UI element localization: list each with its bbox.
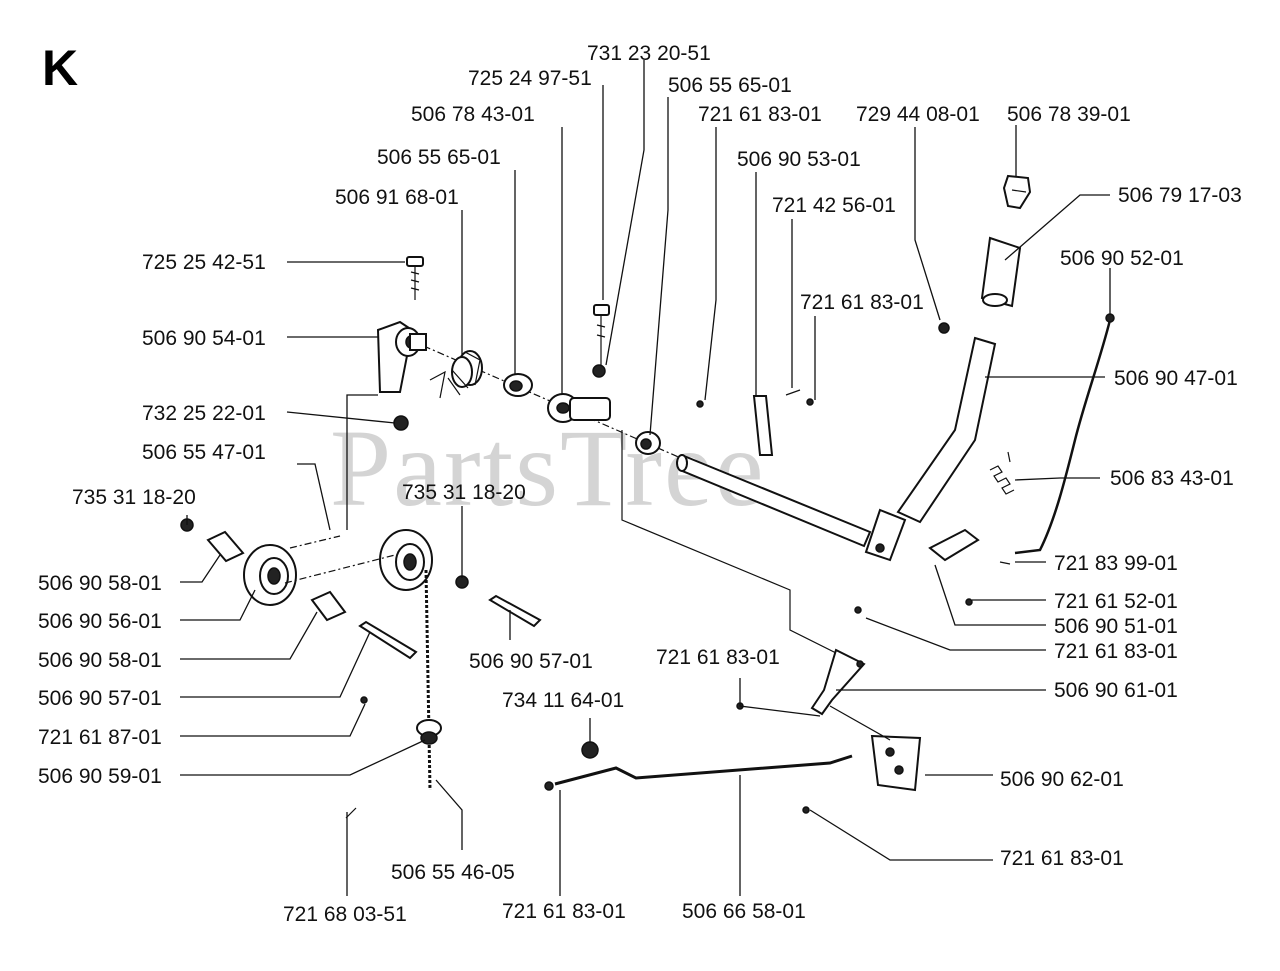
part-label: 506 55 65-01 — [668, 74, 792, 97]
part-number-labels: 731 23 20-51 725 24 97-51 506 55 65-01 5… — [38, 42, 1242, 926]
pulley-shaft — [424, 569, 432, 791]
part-label: 506 90 52-01 — [1060, 247, 1184, 270]
part-label: 506 55 47-01 — [142, 441, 266, 464]
part-label: 721 61 52-01 — [1054, 590, 1178, 613]
nut-732-25-22-01 — [393, 415, 409, 431]
part-label: 506 90 62-01 — [1000, 768, 1124, 791]
part-label: 732 25 22-01 — [142, 402, 266, 425]
part-label: 735 31 18-20 — [402, 481, 526, 504]
part-label: 735 31 18-20 — [72, 486, 196, 509]
part-label: 725 24 97-51 — [468, 67, 592, 90]
part-label: 506 78 39-01 — [1007, 103, 1131, 126]
part-label: 506 79 17-03 — [1118, 184, 1242, 207]
rod-506-66-58-01 — [544, 702, 853, 791]
shaft-506-90-53-01 — [676, 454, 872, 548]
part-label: 721 61 83-01 — [800, 291, 924, 314]
part-label: 721 83 99-01 — [1054, 552, 1178, 575]
part-label: 506 55 46-05 — [391, 861, 515, 884]
rod-506-90-52-01 — [1014, 313, 1115, 555]
pulley-506-90-59-01 — [416, 719, 442, 745]
part-label: 506 78 43-01 — [411, 103, 535, 126]
part-label: 721 61 83-01 — [502, 900, 626, 923]
spring-pack-506-91-68-01 — [429, 350, 483, 399]
part-label: 721 61 87-01 — [38, 726, 162, 749]
pulley-506-55-46-05 — [379, 529, 433, 591]
part-label: 506 90 56-01 — [38, 610, 162, 633]
bolt-725-25-42-51 — [406, 256, 424, 300]
collar-506-78-43-01 — [547, 393, 611, 423]
part-label: 721 42 56-01 — [772, 194, 896, 217]
knob-506-78-39-01 — [1002, 174, 1032, 210]
part-label: 721 61 83-01 — [698, 103, 822, 126]
part-label: 721 68 03-51 — [283, 903, 407, 926]
spring-506-83-43-01 — [989, 451, 1015, 495]
part-label: 721 61 83-01 — [1000, 847, 1124, 870]
pin-721-42-56-01 — [696, 389, 814, 456]
bracket-506-90-62-01 — [802, 705, 922, 814]
pulley-506-90-56-01 — [243, 544, 297, 606]
part-label: 506 90 58-01 — [38, 572, 162, 595]
part-label: 734 11 64-01 — [502, 689, 624, 712]
pulley-axis-upper — [289, 535, 341, 549]
leader-lines — [180, 60, 1111, 896]
part-label: 506 83 43-01 — [1110, 467, 1234, 490]
section-letter: K — [42, 40, 78, 96]
part-label: 506 90 51-01 — [1054, 615, 1178, 638]
pin-721-61-87-01 — [360, 696, 368, 704]
part-label: 725 25 42-51 — [142, 251, 266, 274]
bushing-506-55-65-01-right — [635, 431, 661, 455]
bracket-506-90-54-01 — [376, 320, 427, 393]
spacer-506-90-58-01-lower — [310, 590, 347, 622]
part-label: 729 44 08-01 — [856, 103, 980, 126]
bushing-506-55-65-01-left — [503, 373, 533, 397]
part-label: 506 90 61-01 — [1054, 679, 1178, 702]
shaft-506-90-57-01-left — [358, 620, 418, 660]
lever-506-90-47-01 — [864, 336, 997, 562]
part-label: 506 90 54-01 — [142, 327, 266, 350]
link-rod-506-90-61-01 — [621, 430, 866, 716]
part-label: 506 66 58-01 — [682, 900, 806, 923]
plate-506-90-51-01 — [928, 528, 1011, 606]
nut-729-44-08-01 — [938, 322, 950, 334]
part-label: 731 23 20-51 — [587, 42, 711, 65]
screw-731-23-20-51 — [592, 304, 610, 378]
part-label: 506 90 57-01 — [469, 650, 593, 673]
part-label: 506 90 57-01 — [38, 687, 162, 710]
part-label: 721 61 83-01 — [1054, 640, 1178, 663]
pin-721-68-03-51 — [345, 807, 357, 819]
part-label: 506 55 65-01 — [377, 146, 501, 169]
shaft-506-90-57-01-right — [488, 594, 542, 628]
part-label: 506 90 47-01 — [1114, 367, 1238, 390]
part-label: 506 90 59-01 — [38, 765, 162, 788]
part-label: 721 61 83-01 — [656, 646, 780, 669]
part-label: 506 90 58-01 — [38, 649, 162, 672]
part-label: 506 90 53-01 — [737, 148, 861, 171]
spacer-506-90-58-01-upper — [206, 530, 245, 563]
part-label: 506 91 68-01 — [335, 186, 459, 209]
pulley-axis — [284, 554, 396, 584]
grip-506-79-17-03 — [980, 236, 1022, 308]
